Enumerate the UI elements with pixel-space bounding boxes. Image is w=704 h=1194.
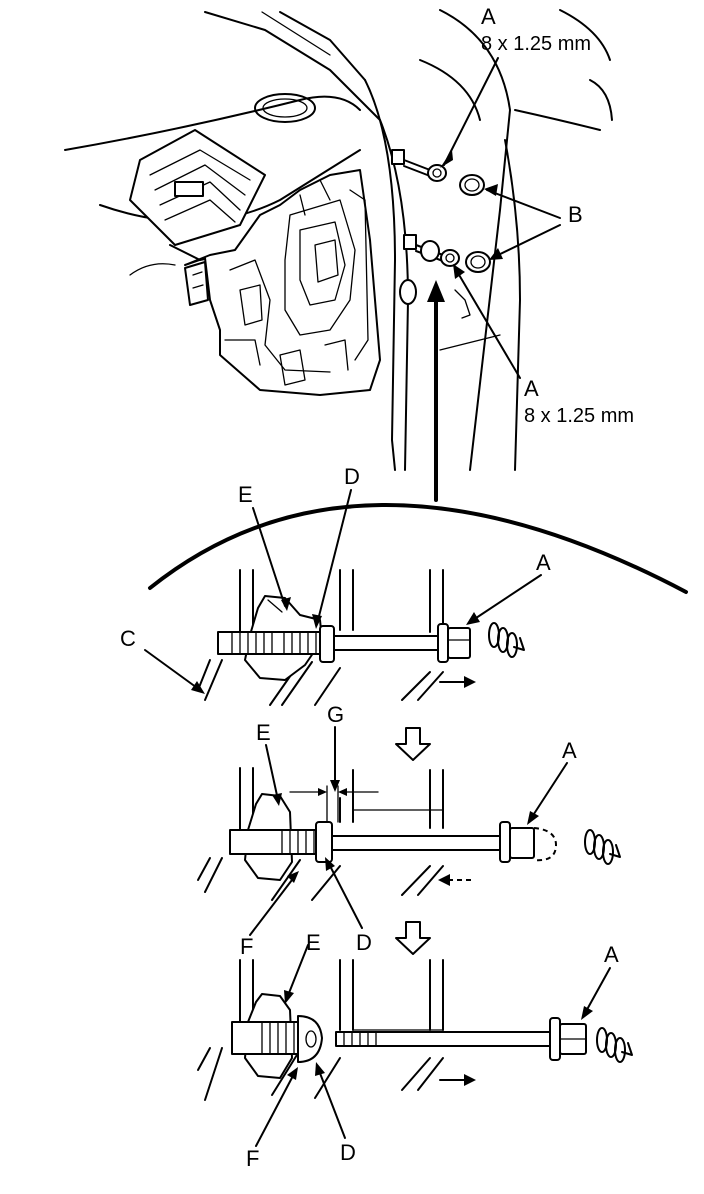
- label-a-step3: A: [604, 942, 619, 967]
- label-e-step1: E: [238, 482, 253, 507]
- zoom-arc: [148, 503, 688, 594]
- label-d-step2: D: [356, 930, 372, 955]
- label-e-step3: E: [306, 930, 321, 955]
- dashboard-view: [64, 9, 613, 502]
- label-a-upper: A: [481, 4, 496, 29]
- label-d-step1: D: [344, 464, 360, 489]
- label-f-step2: F: [240, 934, 253, 959]
- spec-bolt-upper: 8 x 1.25 mm: [481, 33, 591, 55]
- rotation-coil-icon: [488, 622, 525, 658]
- label-g: G: [327, 702, 344, 727]
- label-a-step1: A: [536, 550, 551, 575]
- label-f-step3: F: [246, 1146, 259, 1171]
- leader-b: [486, 189, 561, 219]
- step-1-detail: [144, 489, 542, 706]
- label-a-step2: A: [562, 738, 577, 763]
- step-down-arrow-icon: [395, 727, 431, 761]
- step-2-detail: [197, 726, 621, 936]
- spec-bolt-lower: 8 x 1.25 mm: [524, 405, 634, 427]
- label-c: C: [120, 626, 136, 651]
- label-a-lower: A: [524, 376, 539, 401]
- label-e-step2: E: [256, 720, 271, 745]
- step-3-detail: [197, 944, 633, 1147]
- leader-a-lower: [454, 267, 521, 379]
- label-d-step3: D: [340, 1140, 356, 1165]
- leader-a-upper: [443, 57, 499, 166]
- arrow-icon: [427, 280, 445, 302]
- label-b: B: [568, 202, 583, 227]
